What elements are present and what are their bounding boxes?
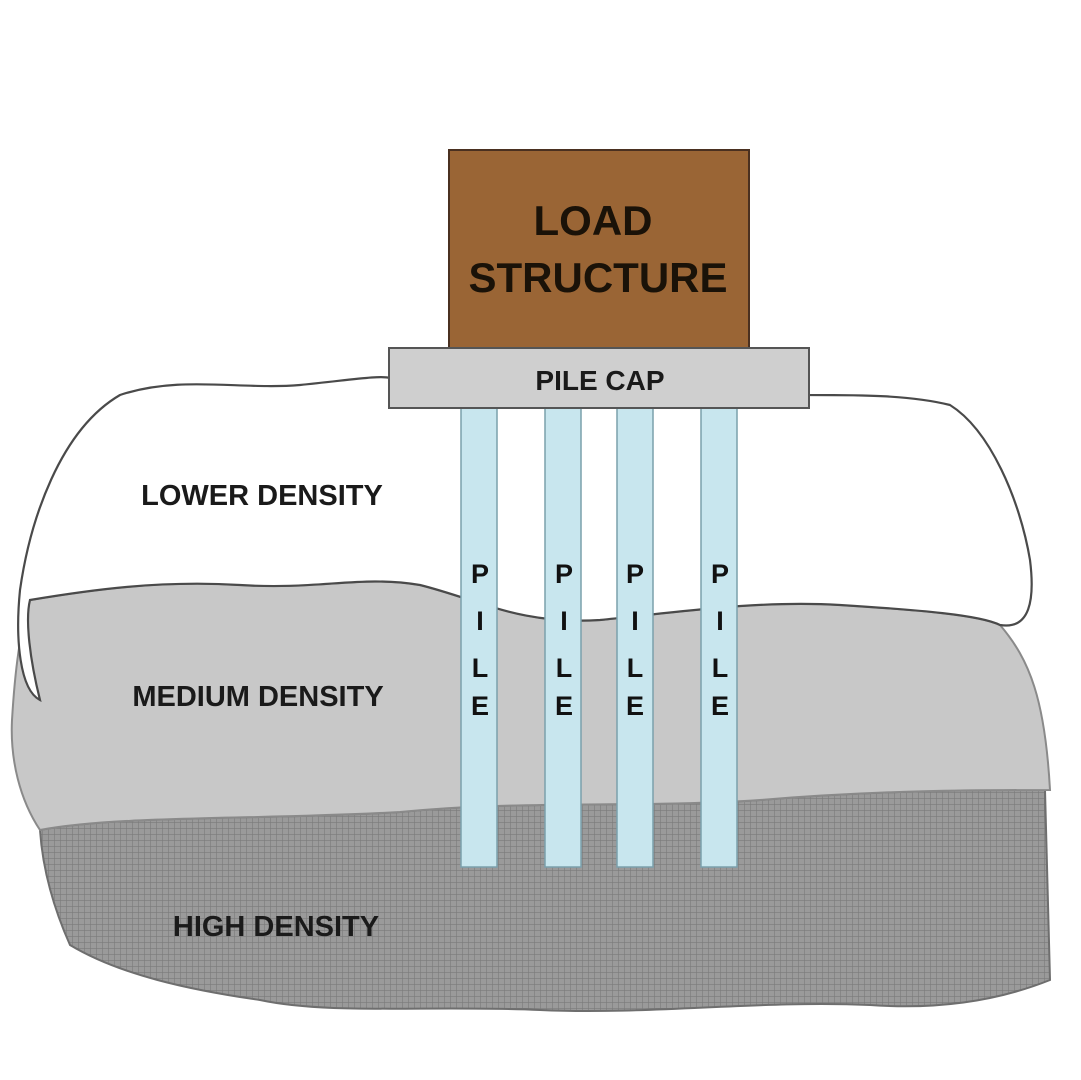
pile-letter: E: [711, 691, 729, 721]
pile-letter: L: [556, 653, 573, 683]
load-structure-block: [448, 149, 750, 351]
pile-2-label: P I L E: [555, 559, 573, 721]
pile-letter: P: [626, 559, 644, 589]
pile-letter: P: [555, 559, 573, 589]
pile-letter: P: [471, 559, 489, 589]
pile: [700, 404, 738, 868]
pile-1-label: P I L E: [471, 559, 489, 721]
pile-letter: I: [560, 606, 568, 636]
pile: [460, 404, 498, 868]
pile-letter: I: [476, 606, 484, 636]
pile-letter: I: [631, 606, 639, 636]
pile-letter: P: [711, 559, 729, 589]
pile-letter: E: [471, 691, 489, 721]
pile-cap-label: PILE CAP: [535, 365, 664, 396]
high-density-label: HIGH DENSITY: [173, 911, 379, 943]
soil-layer-lower-density: [17, 375, 1033, 703]
pile-4-label: P I L E: [711, 559, 729, 721]
pile-cap-block: [388, 347, 810, 409]
pile-letter: E: [626, 691, 644, 721]
pile-letter: I: [716, 606, 724, 636]
pile: [616, 404, 654, 868]
pile-letter: L: [472, 653, 489, 683]
pile-letter: E: [555, 691, 573, 721]
load-structure-label-line2: STRUCTURE: [469, 254, 728, 301]
piles-group: [460, 404, 738, 868]
pile-3-label: P I L E: [626, 559, 644, 721]
medium-density-label: MEDIUM DENSITY: [132, 681, 383, 713]
load-structure-label-line1: LOAD: [534, 197, 653, 244]
pile: [544, 404, 582, 868]
lower-density-label: LOWER DENSITY: [141, 480, 383, 512]
pile-letter: L: [627, 653, 644, 683]
pile-letter: L: [712, 653, 729, 683]
